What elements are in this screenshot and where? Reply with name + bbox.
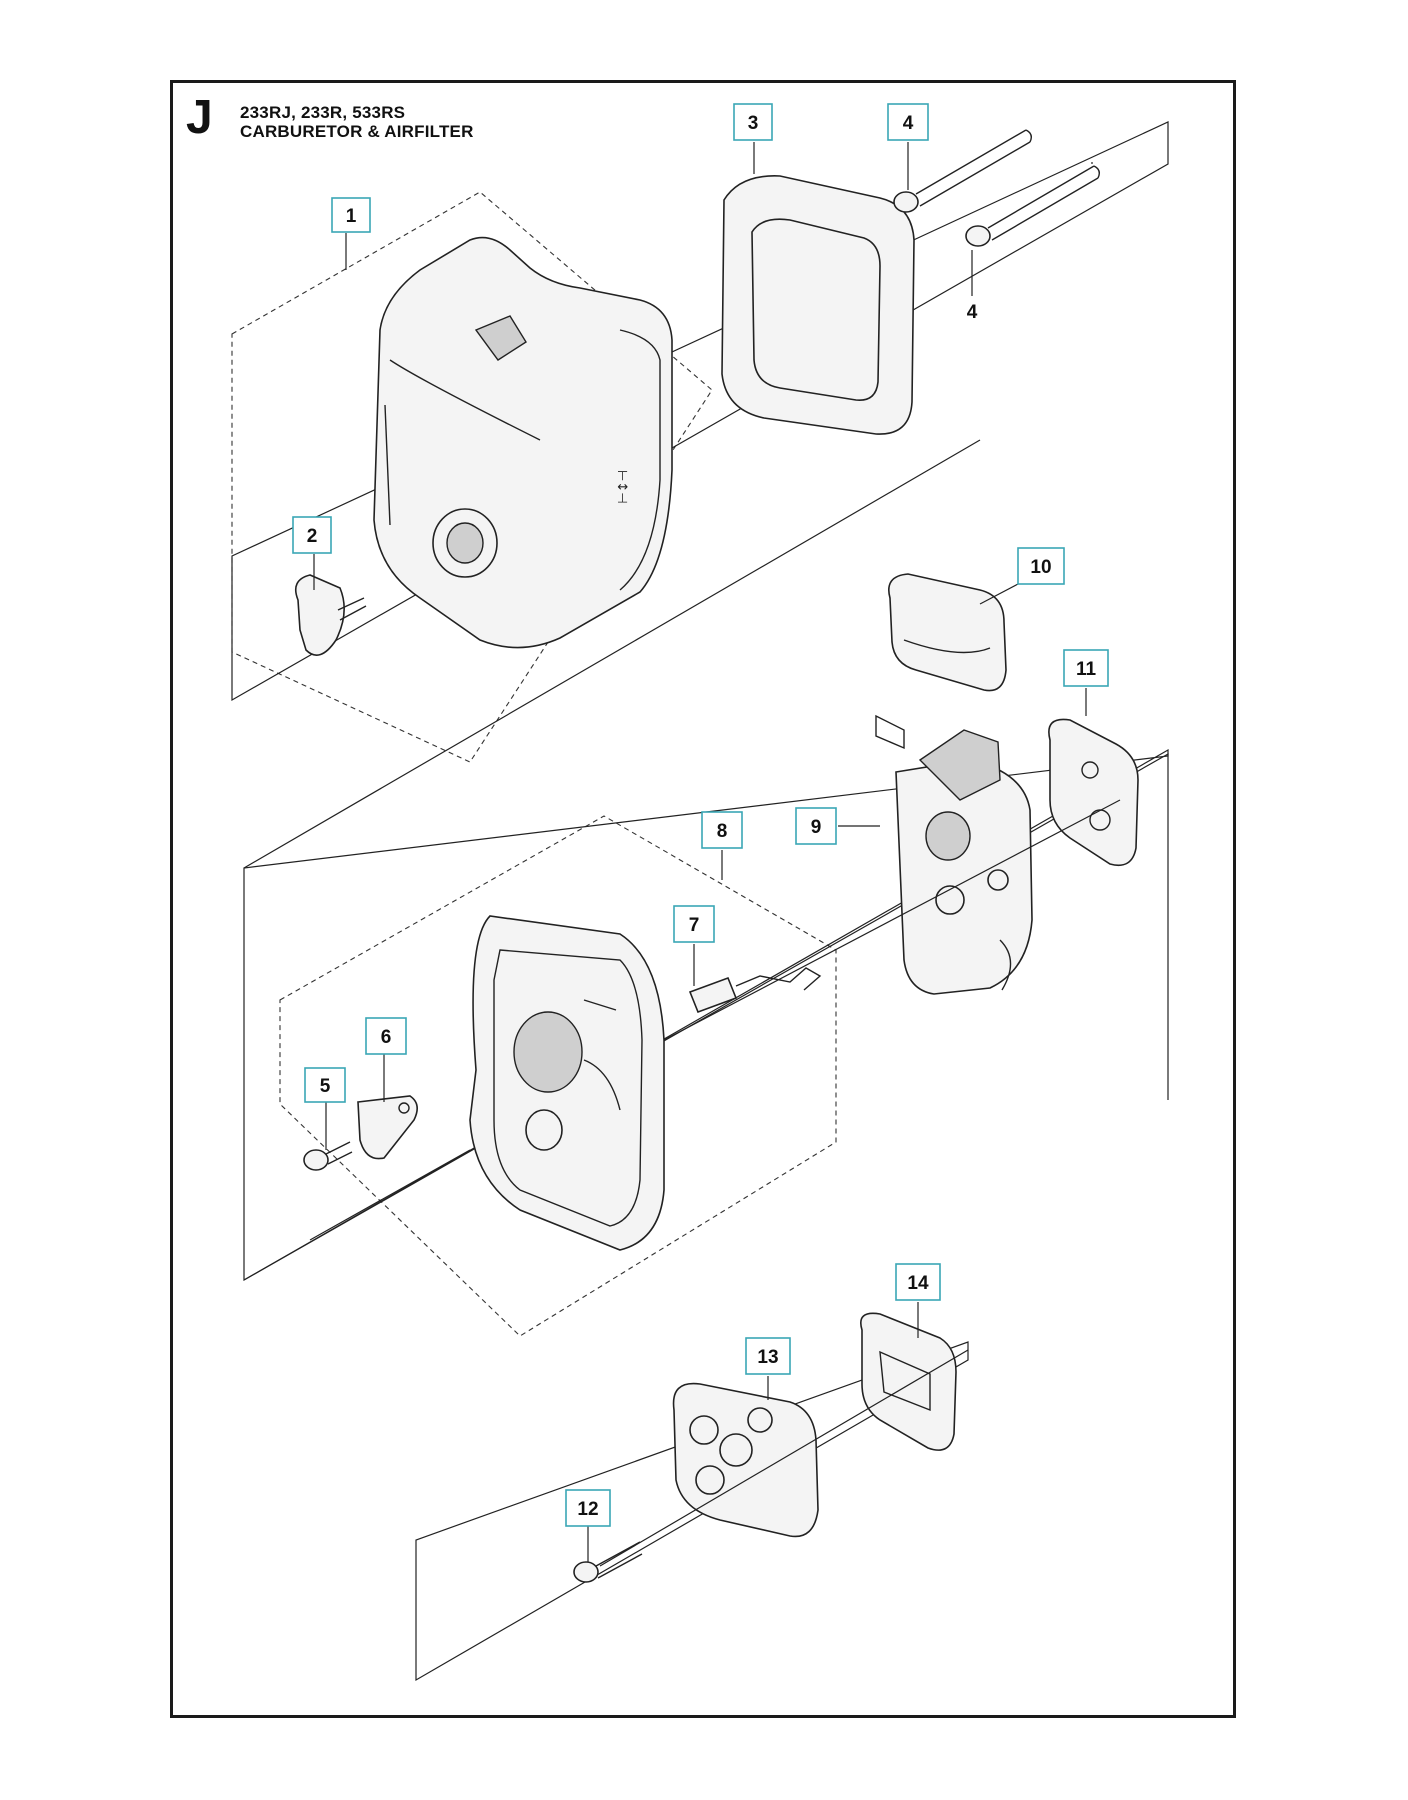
- callout-6: 6: [365, 1017, 407, 1055]
- callout-label: 11: [1076, 659, 1097, 680]
- callout-label: 14: [907, 1273, 929, 1294]
- callout-label: 13: [757, 1347, 778, 1368]
- callout-13: 13: [745, 1337, 791, 1375]
- callout-label: 8: [717, 821, 728, 842]
- intake-screw: [573, 1541, 643, 1583]
- air-filter-cover: ⊢↕⊣: [373, 236, 673, 649]
- axis-line-base: [309, 1149, 471, 1241]
- choke-link: [688, 967, 822, 1014]
- callout-3: 3: [733, 103, 773, 141]
- callout-label: 6: [381, 1027, 392, 1048]
- callout-12: 12: [565, 1489, 611, 1527]
- carburetor-gasket: [1048, 718, 1139, 867]
- bracket-screw: [303, 1141, 353, 1171]
- air-filter-base: [469, 915, 665, 1251]
- callout-label: 1: [346, 206, 357, 227]
- callout-2: 2: [292, 516, 332, 554]
- callout-label: 4: [967, 302, 978, 323]
- callout-5: 5: [304, 1067, 346, 1103]
- choke-symbol: ⊢↕⊣: [614, 470, 629, 504]
- callout-label: 2: [307, 526, 318, 547]
- diagram-title: CARBURETOR & AIRFILTER: [240, 122, 474, 141]
- callout-4b: 4: [967, 302, 978, 323]
- diagram-frame: [170, 80, 1236, 1718]
- filter-screw-long-2: [965, 165, 1101, 247]
- callout-4a: 4: [887, 103, 929, 141]
- callout-label: 9: [811, 817, 822, 838]
- callout-9: 9: [795, 807, 837, 845]
- carburetor: [875, 714, 1033, 995]
- callout-label: 7: [689, 915, 700, 936]
- intake-adapter: [672, 1382, 819, 1538]
- callout-11: 11: [1063, 649, 1109, 687]
- plane-middle-top: [243, 439, 981, 869]
- plane-middle: [243, 748, 1169, 1282]
- section-letter: J: [186, 91, 213, 144]
- callout-label: 3: [748, 113, 759, 134]
- model-list: 233RJ, 233R, 533RS: [240, 103, 406, 122]
- callout-7: 7: [673, 905, 715, 943]
- callout-label: 5: [320, 1076, 331, 1097]
- callout-label: 12: [577, 1499, 598, 1520]
- plane-upper: [231, 121, 1169, 702]
- group-plane-airfilter-assembly: [279, 815, 837, 1337]
- callout-14: 14: [895, 1263, 941, 1301]
- axis-line-intake: [599, 1349, 969, 1567]
- callout-label: 4: [903, 113, 914, 134]
- leader-10: [979, 583, 1019, 605]
- axis-line-carb: [663, 799, 1121, 1041]
- filter-screw-long-1: [893, 129, 1033, 213]
- callout-10: 10: [1017, 547, 1065, 585]
- air-filter-element: [721, 175, 915, 435]
- callout-label: 10: [1030, 557, 1051, 578]
- carburetor-boot: [888, 573, 1007, 692]
- bracket-plate: [357, 1095, 418, 1160]
- callout-1: 1: [331, 197, 371, 233]
- cover-knob-screw: [294, 574, 367, 656]
- callout-8: 8: [701, 811, 743, 849]
- intake-gasket: [860, 1312, 957, 1451]
